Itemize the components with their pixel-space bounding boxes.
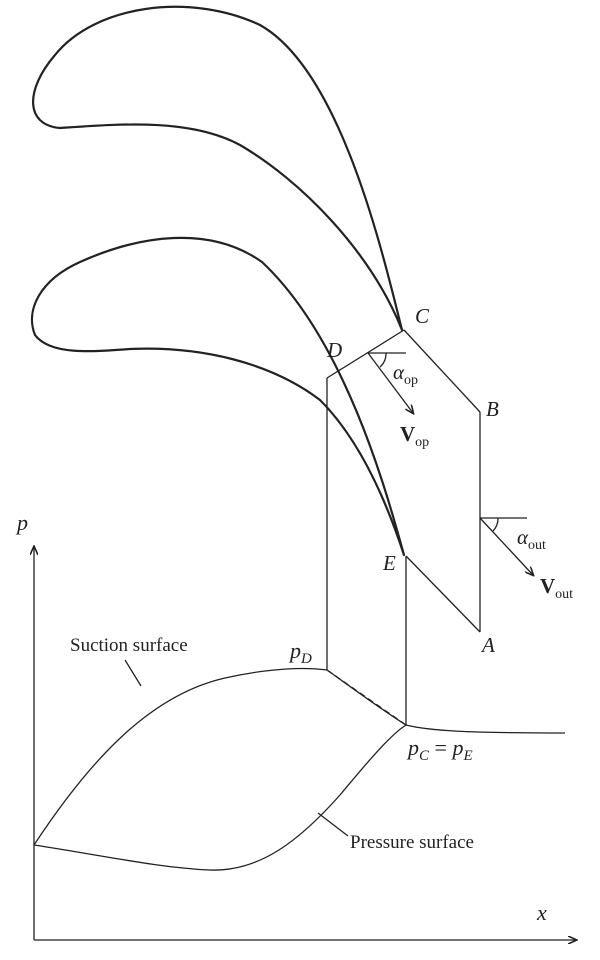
lower-blade-profile — [30, 236, 406, 557]
p-c-equals-p-e-label: pC = pE — [406, 735, 473, 764]
p-d-subscript: D — [300, 651, 312, 667]
p-e-symbol: p — [450, 735, 463, 760]
pressure-surface-curve — [33, 724, 407, 871]
v-out-label: Vout — [540, 574, 573, 602]
p-d-label: pD — [288, 638, 312, 667]
alpha-op-subscript: op — [404, 373, 418, 388]
p-e-subscript: E — [462, 748, 472, 764]
v-out-symbol: V — [540, 574, 555, 598]
v-op-symbol: V — [400, 422, 415, 446]
p-c-symbol: p — [406, 735, 419, 760]
p-d-symbol: p — [288, 638, 301, 663]
alpha-op-label: αop — [393, 360, 418, 388]
point-c-label: C — [415, 304, 430, 328]
throat-pressure-dashed-line — [326, 669, 407, 726]
x-axis-label: x — [536, 900, 547, 925]
alpha-op-symbol: α — [393, 360, 405, 384]
downstream-pressure-line — [405, 724, 566, 734]
alpha-op-angle-arc — [379, 352, 387, 368]
v-op-velocity-arrow — [367, 352, 413, 413]
v-out-velocity-arrow — [479, 517, 533, 575]
alpha-out-label: αout — [517, 525, 546, 553]
pressure-surface-leader — [317, 812, 349, 837]
alpha-out-symbol: α — [517, 525, 529, 549]
point-a-label: A — [480, 633, 495, 657]
v-op-subscript: op — [415, 435, 429, 450]
suction-surface-label: Suction surface — [70, 635, 188, 656]
suction-surface-curve — [33, 667, 407, 846]
upper-blade-profile — [32, 5, 404, 332]
point-e-label: E — [382, 551, 396, 575]
line-e-to-a — [405, 555, 481, 633]
v-out-subscript: out — [555, 587, 573, 602]
v-op-label: Vop — [400, 422, 429, 450]
suction-surface-leader — [124, 659, 142, 687]
alpha-out-angle-arc — [492, 517, 499, 532]
throat-line-d-to-c — [326, 329, 405, 379]
pressure-surface-label: Pressure surface — [350, 832, 474, 853]
line-c-to-b — [403, 329, 481, 413]
equals-sign: = — [429, 735, 452, 760]
point-d-label: D — [326, 338, 342, 362]
p-c-subscript: C — [419, 748, 430, 764]
p-axis-label: p — [15, 510, 28, 535]
alpha-out-subscript: out — [528, 538, 546, 553]
point-b-label: B — [486, 397, 499, 421]
